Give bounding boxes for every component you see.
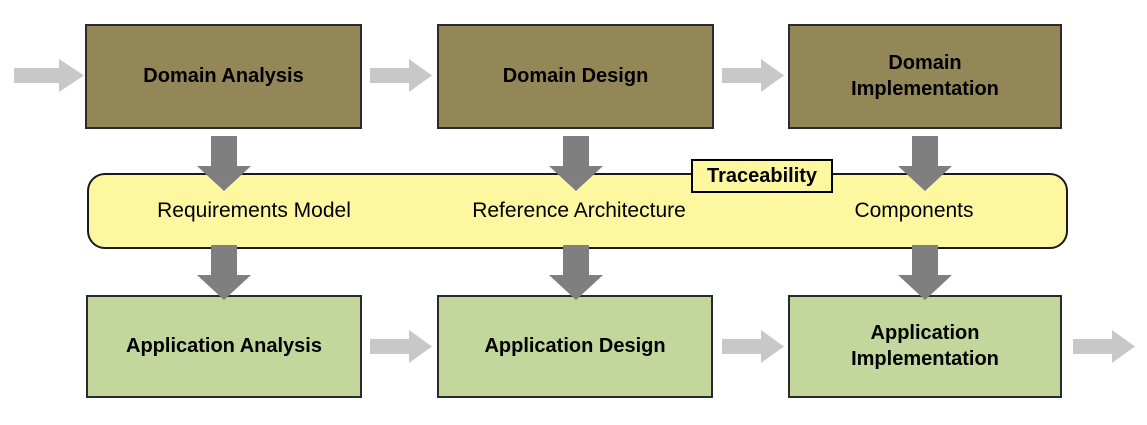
box-domain-analysis-label: Domain Analysis — [143, 64, 304, 87]
traceability-callout[interactable]: Traceability — [691, 159, 833, 193]
box-domain-design[interactable]: Domain Design — [437, 24, 714, 129]
arrow-domain-analysis-to-requirements-model — [197, 136, 251, 191]
arrow-domain-design-to-reference-architecture — [549, 136, 603, 191]
arrow-requirements-model-to-application-analysis — [197, 245, 251, 300]
box-domain-implementation-label: Domain Implementation — [851, 51, 999, 100]
artifact-components: Components — [789, 175, 1039, 247]
artifact-reference-architecture-label: Reference Architecture — [472, 199, 686, 222]
traceability-label: Traceability — [706, 164, 818, 187]
arrow-application-analysis-to-application-design — [370, 330, 432, 363]
artifact-requirements-model: Requirements Model — [119, 175, 389, 247]
box-application-design[interactable]: Application Design — [437, 295, 713, 398]
box-application-design-label: Application Design — [484, 334, 666, 357]
box-application-analysis[interactable]: Application Analysis — [86, 295, 362, 398]
artifact-components-label: Components — [854, 199, 974, 222]
box-domain-analysis[interactable]: Domain Analysis — [85, 24, 362, 129]
arrow-application-design-to-application-implementation — [722, 330, 784, 363]
box-domain-design-label: Domain Design — [502, 64, 649, 87]
arrow-reference-architecture-to-application-design — [549, 245, 603, 300]
arrow-into-domain-analysis — [14, 59, 84, 92]
artifact-requirements-model-label: Requirements Model — [157, 199, 351, 222]
box-application-implementation[interactable]: Application Implementation — [788, 295, 1062, 398]
arrow-domain-design-to-domain-implementation — [722, 59, 784, 92]
arrow-out-of-application-implementation — [1073, 330, 1135, 363]
box-domain-implementation[interactable]: Domain Implementation — [788, 24, 1062, 129]
artifact-reference-architecture: Reference Architecture — [429, 175, 729, 247]
arrow-components-to-application-implementation — [898, 245, 952, 300]
box-application-analysis-label: Application Analysis — [126, 334, 322, 357]
box-application-implementation-label: Application Implementation — [851, 321, 999, 370]
arrow-domain-implementation-to-components — [898, 136, 952, 191]
arrow-domain-analysis-to-domain-design — [370, 59, 432, 92]
